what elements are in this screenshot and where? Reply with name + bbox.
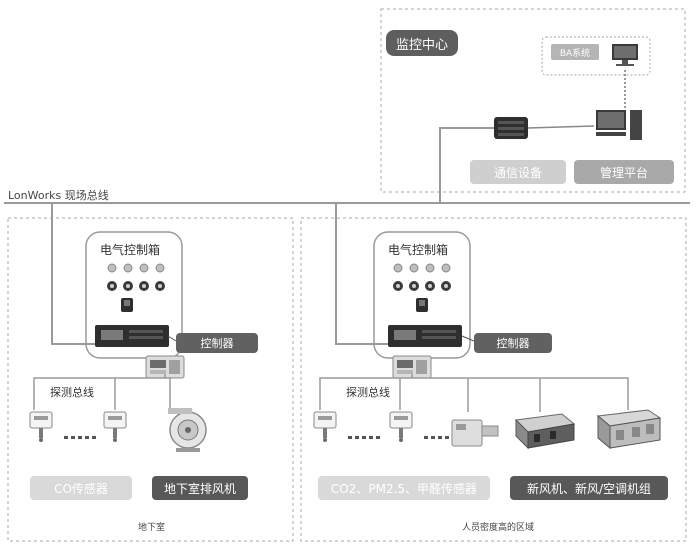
- monitor-center-title: 监控中心: [386, 30, 458, 56]
- bus-label: LonWorks 现场总线: [8, 189, 109, 202]
- air-handling-unit-icon: [596, 409, 662, 450]
- left-cabinet-title: 电气控制箱: [100, 243, 161, 257]
- left-tag-connector: [167, 335, 177, 342]
- left-sensor-icon-2: [103, 411, 127, 443]
- ba-monitor-icon: [612, 44, 638, 66]
- duct-sensor-icon: [451, 419, 499, 447]
- left-probe-bus-label: 探测总线: [50, 386, 94, 399]
- exhaust-fan-button[interactable]: 地下室排风机: [152, 476, 248, 500]
- comm-device-button[interactable]: 通信设备: [470, 160, 566, 184]
- right-sensor-icon-2: [389, 411, 413, 443]
- co-sensor-button[interactable]: CO传感器: [30, 476, 132, 500]
- platform-computer-icon: [596, 110, 642, 140]
- exhaust-fan-icon: [168, 408, 207, 452]
- right-bus-drop: [335, 203, 388, 345]
- fresh-air-unit-button[interactable]: 新风机、新风/空调机组: [510, 476, 668, 500]
- ba-system-box: [541, 36, 651, 76]
- left-cabinet-box: [85, 231, 183, 359]
- fresh-air-unit-icon: [514, 413, 576, 450]
- right-switch-icon: [416, 298, 428, 312]
- right-probe-bus-line: [319, 377, 629, 410]
- left-probe-bus-line: [33, 377, 171, 410]
- monitor-center-box: [380, 8, 686, 193]
- right-controller-tag: 控制器: [474, 333, 552, 353]
- right-ellipsis-icon-2: [424, 436, 449, 439]
- right-controller-icon: [388, 325, 462, 347]
- left-controller-tag: 控制器: [176, 333, 258, 353]
- right-tag-connector: [461, 335, 475, 342]
- left-ellipsis-icon: [64, 436, 96, 439]
- comm-platform-line: [527, 125, 595, 129]
- left-zone-box: [7, 217, 294, 542]
- left-zone-caption: 地下室: [138, 523, 166, 533]
- right-lamp-row: [393, 263, 451, 273]
- right-probe-bus-label: 探测总线: [346, 386, 390, 399]
- right-ellipsis-icon-1: [348, 436, 380, 439]
- left-sensor-icon-1: [29, 411, 53, 443]
- left-knob-row: [107, 281, 165, 291]
- platform-button[interactable]: 管理平台: [574, 160, 674, 184]
- right-knob-row: [393, 281, 451, 291]
- left-lamp-row: [107, 263, 165, 273]
- right-zone-box: [300, 217, 687, 542]
- comm-device-icon: [494, 117, 528, 139]
- ba-system-label: BA系统: [551, 44, 599, 60]
- air-quality-sensor-button[interactable]: CO2、PM2.5、甲醛传感器: [318, 476, 490, 500]
- comm-bus-line: [439, 127, 494, 203]
- left-controller-icon: [95, 325, 169, 347]
- right-sensor-icon-1: [313, 411, 337, 443]
- right-zone-caption: 人员密度高的区域: [462, 523, 535, 533]
- left-switch-icon: [121, 298, 133, 312]
- left-bus-drop: [51, 203, 98, 345]
- right-cabinet-title: 电气控制箱: [388, 243, 449, 257]
